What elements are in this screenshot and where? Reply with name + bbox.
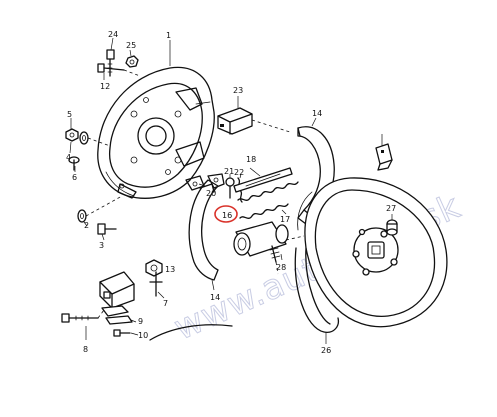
callout-2: 2 — [84, 221, 89, 230]
upper-spring — [237, 181, 299, 201]
callout-labels: 1 2 3 4 5 6 7 8 9 10 12 13 14 14 16 17 1… — [66, 30, 396, 355]
bracket-15 — [375, 143, 393, 171]
callout-1: 1 — [166, 31, 171, 40]
callout-26: 26 — [321, 346, 331, 355]
screw-10 — [113, 329, 131, 337]
lower-spring-17 — [239, 203, 289, 219]
callout-16: 16 — [222, 211, 232, 220]
callout-5: 5 — [67, 110, 72, 119]
strut-18 — [233, 167, 293, 193]
callout-10: 10 — [138, 331, 148, 340]
callout-6: 6 — [72, 173, 77, 182]
callout-25: 25 — [126, 41, 136, 50]
callout-7: 7 — [163, 299, 168, 308]
callout-23: 23 — [233, 86, 243, 95]
callout-12: 12 — [100, 82, 110, 91]
wheel-cylinder-28 — [233, 221, 289, 263]
callout-4: 4 — [66, 153, 71, 162]
callout-21: 21 — [224, 167, 234, 176]
callout-14-right: 14 — [312, 109, 322, 118]
callout-28: 28 — [276, 263, 286, 272]
callout-13: 13 — [165, 265, 175, 274]
stud-6 — [68, 156, 80, 171]
bolt-27 — [386, 219, 398, 236]
callout-20: 20 — [206, 189, 216, 198]
callout-17: 17 — [280, 215, 290, 224]
adjuster-23 — [217, 107, 253, 135]
nut-5 — [65, 128, 79, 142]
brake-drum-26 — [294, 177, 448, 333]
nut-25 — [125, 55, 139, 68]
plate-9 — [101, 305, 133, 325]
callout-18: 18 — [246, 155, 256, 164]
pin-21 — [225, 177, 235, 199]
callout-27: 27 — [386, 204, 396, 213]
backing-plate — [97, 66, 215, 199]
bolt-3 — [97, 223, 117, 235]
callout-22: 22 — [234, 168, 244, 177]
washer-4 — [79, 131, 89, 145]
callout-14-left: 14 — [210, 293, 220, 302]
bolt-8 — [61, 313, 99, 323]
bolt-12 — [97, 63, 141, 77]
callout-9: 9 — [138, 317, 143, 326]
lever-7 — [149, 271, 163, 297]
bolt-24 — [106, 49, 115, 77]
wheel-cylinder-left — [99, 271, 135, 309]
callout-8: 8 — [83, 345, 88, 354]
nut-13 — [145, 259, 163, 277]
callout-24: 24 — [108, 30, 118, 39]
callout-3: 3 — [99, 241, 104, 250]
highlight-ring — [214, 205, 238, 223]
handbrake-cable — [149, 324, 233, 341]
